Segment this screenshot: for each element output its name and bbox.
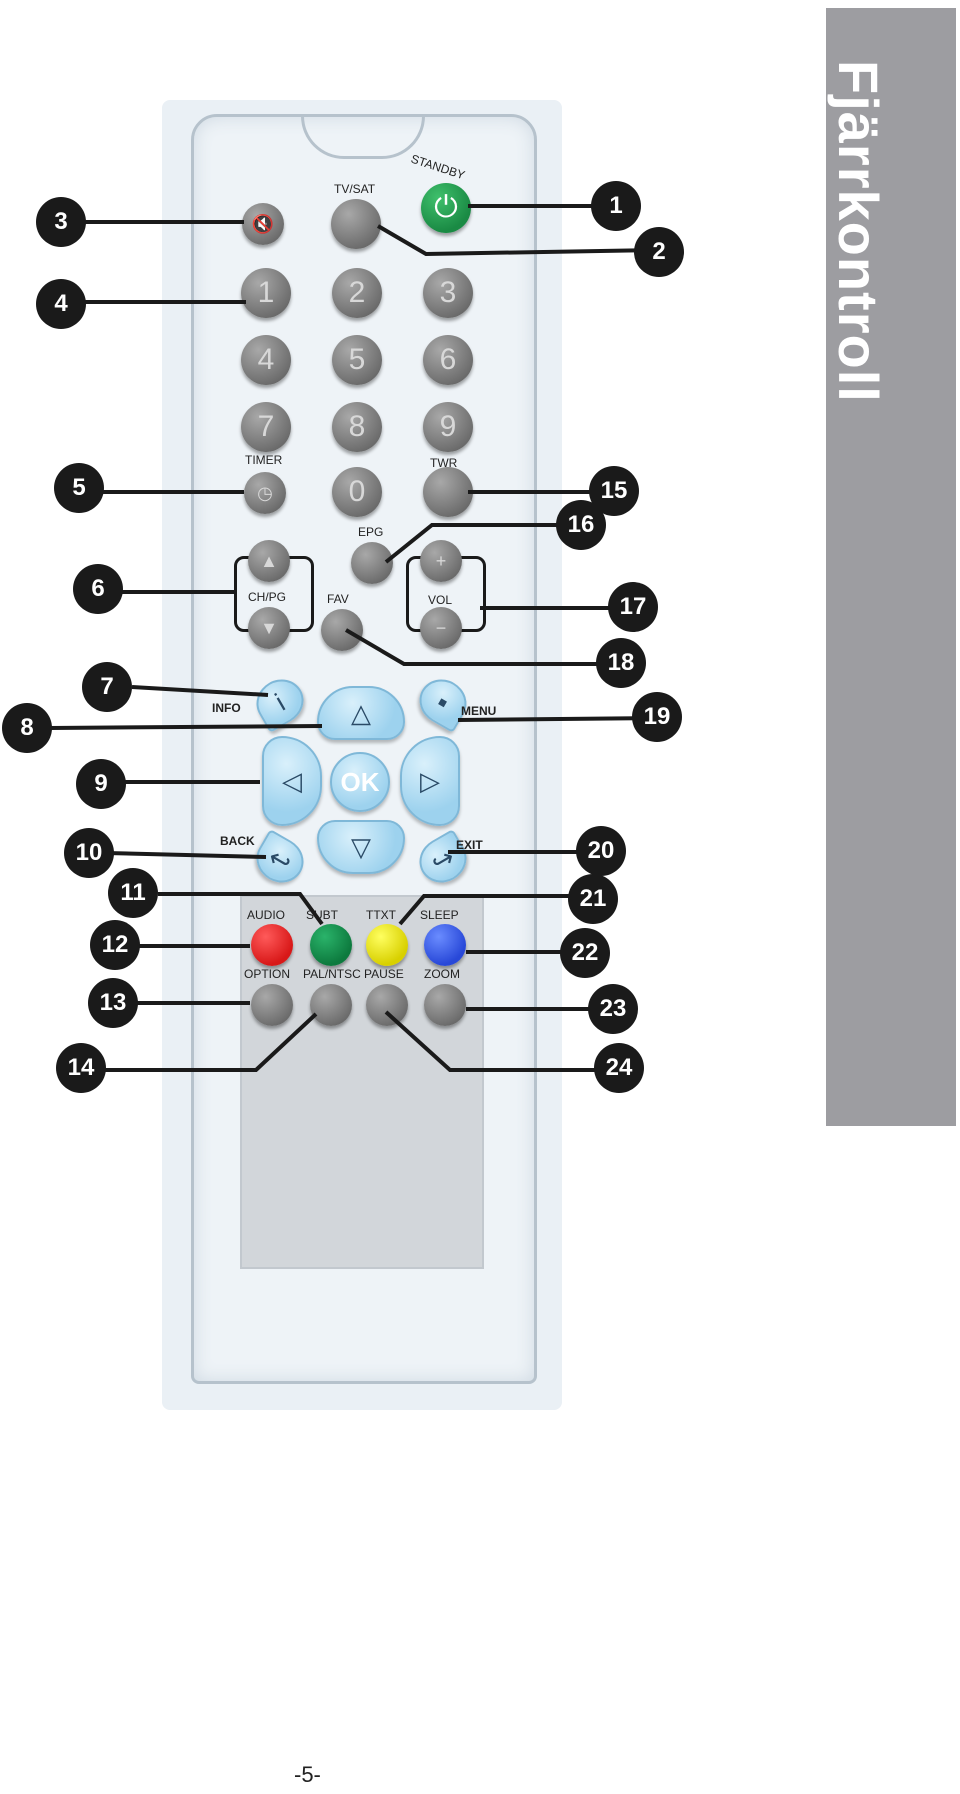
epg-button[interactable] [351,542,393,584]
plus-icon: + [435,550,447,571]
nav-up-button[interactable]: △ [317,686,405,740]
callout-24: 24 [594,1043,644,1093]
pause-button[interactable] [366,984,408,1026]
zoom-button[interactable] [424,984,466,1026]
callout-12: 12 [90,920,140,970]
callout-5: 5 [54,463,104,513]
digit-9-button[interactable]: 9 [423,402,473,452]
arrow-down-icon: ▽ [351,831,371,862]
callout-19: 19 [632,692,682,742]
vol-label: VOL [428,593,453,607]
epg-label: EPG [358,525,384,539]
fav-button[interactable] [321,609,363,651]
fav-label: FAV [327,592,349,606]
nav-left-button[interactable]: ◁ [262,736,322,826]
mute-button[interactable]: 🔇 [242,203,284,245]
digit-0-button[interactable]: 0 [332,467,382,517]
callout-4: 4 [36,279,86,329]
ttxt-label: TTXT [366,908,396,922]
ok-button[interactable]: OK [330,752,390,812]
chevron-down-icon: ▼ [260,617,278,638]
clock-icon: ◷ [257,482,273,503]
callout-13: 13 [88,978,138,1028]
palntsc-label: PAL/NTSC [303,967,361,981]
digit-6-button[interactable]: 6 [423,335,473,385]
nav-right-button[interactable]: ▷ [400,736,460,826]
red-audio-button[interactable] [251,924,293,966]
chpg-label: CH/PG [248,590,287,604]
callout-6: 6 [73,564,123,614]
digit-8-button[interactable]: 8 [332,402,382,452]
callout-23: 23 [588,984,638,1034]
minus-icon: − [435,617,447,638]
callout-8: 8 [2,703,52,753]
twr-button[interactable] [423,467,473,517]
blue-sleep-button[interactable] [424,924,466,966]
callout-20: 20 [576,826,626,876]
callout-7: 7 [82,662,132,712]
digit-1-button[interactable]: 1 [241,268,291,318]
zoom-label: ZOOM [424,967,460,981]
standby-button[interactable]: ⏻ [421,183,471,233]
callout-1: 1 [591,181,641,231]
option-label: OPTION [244,967,291,981]
info-label: INFO [212,701,241,715]
callout-16: 16 [556,500,606,550]
back-label: BACK [220,834,255,848]
digit-2-button[interactable]: 2 [332,268,382,318]
volume-down-button[interactable]: − [420,607,462,649]
callout-10: 10 [64,828,114,878]
digit-7-button[interactable]: 7 [241,402,291,452]
digit-5-button[interactable]: 5 [332,335,382,385]
channel-down-button[interactable]: ▼ [248,607,290,649]
callout-21: 21 [568,874,618,924]
arrow-up-icon: △ [351,697,371,728]
arrow-left-icon: ◁ [282,765,302,796]
tvsat-label: TV/SAT [334,182,376,196]
twr-label: TWR [430,456,458,470]
callout-9: 9 [76,759,126,809]
digit-4-button[interactable]: 4 [241,335,291,385]
callout-2: 2 [634,227,684,277]
sleep-label: SLEEP [420,908,459,922]
exit-label: EXIT [456,838,483,852]
pause-label: PAUSE [364,967,404,981]
option-button[interactable] [251,984,293,1026]
menu-label: MENU [461,704,497,718]
palntsc-button[interactable] [310,984,352,1026]
timer-button[interactable]: ◷ [244,472,286,514]
page-number: -5- [294,1762,321,1787]
side-tab [826,8,956,1126]
mute-icon: 🔇 [251,213,275,234]
callout-3: 3 [36,197,86,247]
timer-label: TIMER [245,453,283,467]
callout-11: 11 [108,868,158,918]
yellow-ttxt-button[interactable] [366,924,408,966]
callout-17: 17 [608,582,658,632]
green-subt-button[interactable] [310,924,352,966]
chevron-up-icon: ▲ [260,550,278,571]
callout-14: 14 [56,1043,106,1093]
callout-18: 18 [596,638,646,688]
audio-label: AUDIO [247,908,286,922]
channel-up-button[interactable]: ▲ [248,540,290,582]
digit-3-button[interactable]: 3 [423,268,473,318]
callout-22: 22 [560,928,610,978]
tvsat-button[interactable] [331,199,381,249]
arrow-right-icon: ▷ [420,765,440,796]
volume-up-button[interactable]: + [420,540,462,582]
power-icon: ⏻ [434,191,458,224]
